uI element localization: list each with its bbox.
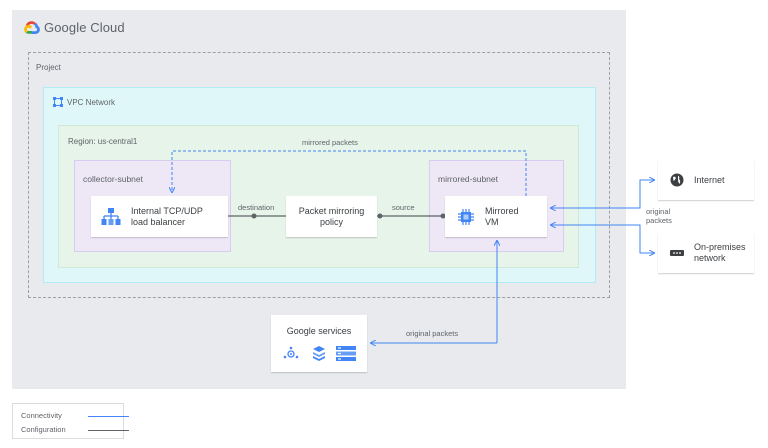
project-container [28, 52, 610, 298]
brand-name: Google Cloud [44, 20, 125, 35]
internet-node[interactable]: Internet [658, 160, 754, 200]
policy-text: Packet mirroring policy [299, 206, 365, 228]
vm-line1: Mirrored [485, 205, 519, 216]
mirrored-packets-label: mirrored packets [302, 138, 358, 147]
load-balancer-line1: Internal TCP/UDP [131, 205, 203, 216]
pubsub-icon [283, 346, 299, 359]
internet-edge [551, 180, 654, 209]
vpc-icon [53, 97, 63, 107]
source-label: source [392, 203, 415, 212]
onprem-line1: On-premises [694, 242, 746, 252]
project-label: Project [36, 63, 61, 72]
original-packets-right-label: original packets [646, 207, 672, 225]
internet-label: Internet [694, 174, 725, 185]
vpc-label: VPC Network [67, 98, 116, 107]
legend-configuration-label: Configuration [21, 425, 66, 434]
original-packets-bottom-label: original packets [406, 329, 459, 338]
onprem-line2: network [694, 253, 726, 263]
vm-line2: VM [485, 216, 499, 227]
network-icon [670, 250, 684, 256]
destination-label: destination [238, 203, 275, 212]
onprem-edge [551, 224, 654, 253]
onprem-text: On-premises network [694, 242, 746, 264]
policy-line1: Packet mirroring [298, 205, 365, 216]
stack-icon [313, 346, 325, 361]
packet-mirroring-policy-node[interactable]: Packet mirroring policy [286, 196, 377, 237]
storage-icon [336, 346, 356, 361]
source-dot-left [377, 213, 383, 219]
legend-connectivity-label: Connectivity [21, 411, 62, 420]
mirrored-packets-edge [172, 150, 527, 196]
load-balancer-node[interactable]: Internal TCP/UDP load balancer [91, 196, 228, 237]
globe-icon [670, 173, 684, 187]
legend-configuration-line [88, 430, 129, 431]
original-packets-right-line2: packets [646, 216, 672, 225]
vm-text: Mirrored VM [485, 206, 519, 228]
legend: Connectivity Configuration [12, 403, 129, 439]
google-services-node[interactable]: Google services [271, 315, 367, 372]
source-dot-right [440, 213, 446, 219]
google-cloud-logo: Google Cloud [24, 20, 125, 35]
legend-connectivity-line [88, 416, 129, 417]
destination-dot [251, 213, 257, 219]
original-packets-right-line1: original [646, 207, 671, 216]
collector-subnet-label: collector-subnet [83, 174, 144, 184]
load-balancer-text: Internal TCP/UDP load balancer [131, 206, 203, 228]
compute-engine-icon [458, 208, 474, 225]
load-balancer-line2: load balancer [131, 216, 186, 227]
mirrored-vm-node[interactable]: Mirrored VM [445, 196, 547, 237]
on-premises-node[interactable]: On-premises network [658, 233, 754, 273]
load-balancer-icon [101, 207, 121, 225]
policy-line2: policy [319, 216, 343, 227]
mirrored-subnet-label: mirrored-subnet [438, 174, 498, 184]
region-label: Region: us-central1 [68, 137, 138, 146]
google-services-title: Google services [286, 326, 352, 336]
google-cloud-logo-icon [24, 21, 40, 34]
